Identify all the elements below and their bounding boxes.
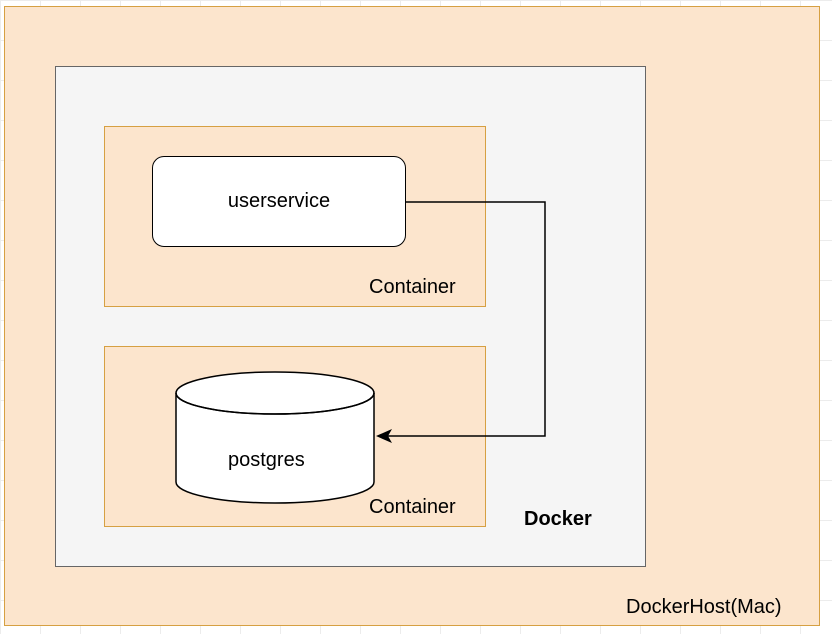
postgres-label: postgres [228,449,305,471]
userservice-label: userservice [227,190,331,212]
userservice-node[interactable]: userservice [152,156,406,247]
docker-label: Docker [524,508,592,530]
edge-arrowhead-icon [376,429,392,443]
userservice-to-postgres-edge[interactable] [388,201,546,437]
postgres-database-cylinder[interactable] [175,371,375,504]
container-label-1: Container [369,276,456,298]
container-label-2: Container [369,496,456,518]
dockerhost-label: DockerHost(Mac) [626,596,782,618]
